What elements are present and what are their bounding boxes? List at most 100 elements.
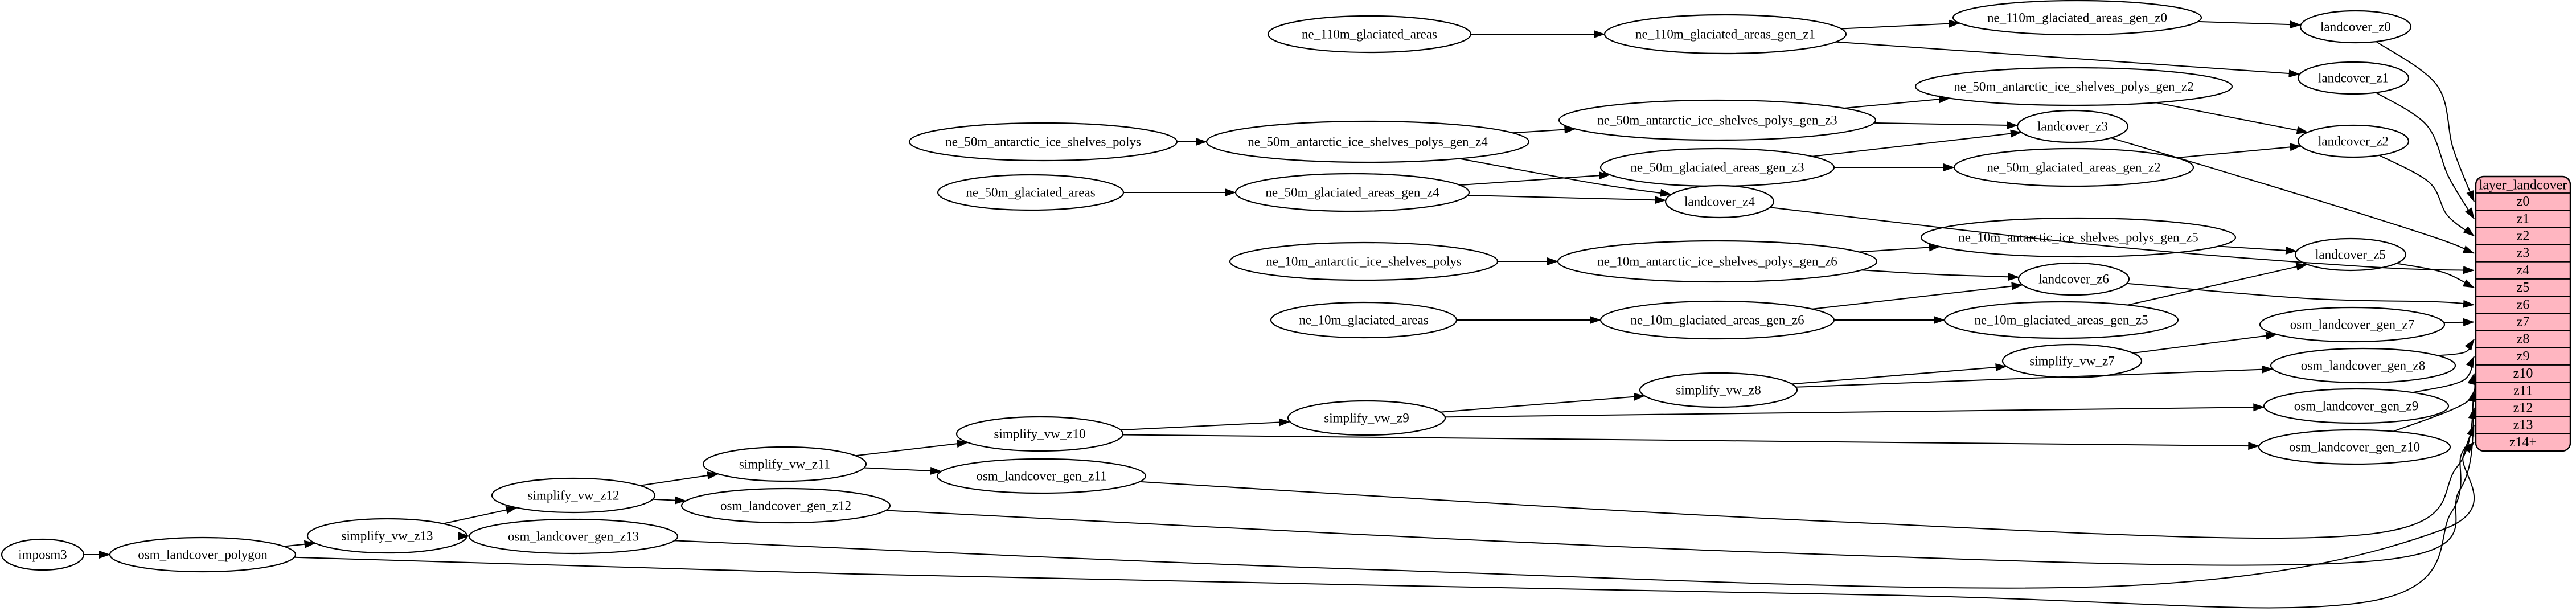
node-label-imposm3: imposm3: [18, 548, 67, 562]
table-row-label-z11: z11: [2513, 383, 2533, 398]
table-layer-landcover: layer_landcoverz0z1z2z3z4z5z6z7z8z9z10z1…: [2475, 175, 2571, 452]
edge-simplify-vw-z11-to-osm-landcover-gen-z11: [864, 466, 942, 475]
node-label-landcover-z4: landcover_z4: [1684, 195, 1755, 209]
node-osm-landcover-gen-z9: osm_landcover_gen_z9: [2263, 388, 2450, 424]
node-ne-50m-glaciated-areas-gen-z3: ne_50m_glaciated_areas_gen_z3: [1599, 147, 1835, 187]
node-ne-10m-glaciated-areas: ne_10m_glaciated_areas: [1270, 301, 1458, 339]
node-label-osm-landcover-gen-z13: osm_landcover_gen_z13: [508, 530, 639, 544]
node-shape-ne-10m-antarctic-ice-shelves-polys-gen-z5: [1920, 217, 2237, 258]
edge-ne-10m-glaciated-areas-gen-z6-to-landcover-z6: [1812, 282, 2023, 310]
table-row-label-z13: z13: [2513, 418, 2533, 433]
node-osm-landcover-gen-z12: osm_landcover_gen_z12: [680, 487, 891, 524]
edge-simplify-vw-z10-to-simplify-vw-z9: [1121, 418, 1291, 431]
node-label-simplify-vw-z11: simplify_vw_z11: [739, 457, 830, 471]
node-landcover-z1: landcover_z1: [2297, 61, 2410, 95]
edge-simplify-vw-z9-to-simplify-vw-z8: [1440, 392, 1646, 413]
node-label-landcover-z2: landcover_z2: [2318, 134, 2389, 149]
table-row-label-z7: z7: [2517, 315, 2530, 330]
node-label-simplify-vw-z7: simplify_vw_z7: [2029, 354, 2115, 368]
edge-landcover-z1-to-table-z1: [2376, 92, 2475, 220]
node-label-osm-landcover-gen-z11: osm_landcover_gen_z11: [976, 469, 1106, 483]
edge-osm-landcover-gen-z9-to-table-z9: [2412, 355, 2475, 393]
edge-simplify-vw-z12-to-osm-landcover-gen-z12: [653, 496, 687, 505]
edge-simplify-vw-z10-to-osm-landcover-gen-z10: [1122, 434, 2260, 450]
node-label-ne-50m-antarctic-ice-shelves-polys: ne_50m_antarctic_ice_shelves_polys: [945, 135, 1141, 149]
node-label-simplify-vw-z8: simplify_vw_z8: [1676, 383, 1761, 397]
node-simplify-vw-z13: simplify_vw_z13: [306, 518, 468, 554]
node-ne-110m-glaciated-areas-gen-z0: ne_110m_glaciated_areas_gen_z0: [1952, 0, 2202, 36]
table-row-label-z4: z4: [2517, 263, 2530, 278]
node-label-ne-50m-antarctic-ice-shelves-polys-gen-z2: ne_50m_antarctic_ice_shelves_polys_gen_z…: [1954, 80, 2194, 94]
edge-osm-landcover-gen-z11-to-table-z11: [1139, 390, 2476, 539]
node-label-osm-landcover-gen-z12: osm_landcover_gen_z12: [720, 499, 851, 513]
edge-landcover-z3-to-table-z3: [2111, 137, 2475, 254]
node-simplify-vw-z10: simplify_vw_z10: [955, 416, 1124, 452]
node-shape-osm-landcover-gen-z11: [936, 458, 1147, 494]
edge-simplify-vw-z8-to-simplify-vw-z7: [1792, 363, 2007, 385]
table-row-z4: [2476, 261, 2570, 280]
node-landcover-z2: landcover_z2: [2297, 124, 2410, 158]
node-shape-simplify-vw-z11: [702, 446, 867, 482]
edge-osm-landcover-gen-z8-to-table-z8: [2438, 338, 2475, 356]
node-label-simplify-vw-z12: simplify_vw_z12: [528, 489, 620, 503]
edge-simplify-vw-z7-to-osm-landcover-gen-z7: [2132, 331, 2278, 354]
table-row-label-z8: z8: [2517, 332, 2530, 347]
node-label-ne-50m-glaciated-areas-gen-z3: ne_50m_glaciated_areas_gen_z3: [1630, 161, 1804, 175]
node-ne-50m-glaciated-areas-gen-z2: ne_50m_glaciated_areas_gen_z2: [1953, 147, 2194, 187]
node-ne-50m-antarctic-ice-shelves-polys-gen-z3: ne_50m_antarctic_ice_shelves_polys_gen_z…: [1558, 99, 1877, 141]
node-simplify-vw-z7: simplify_vw_z7: [2001, 343, 2143, 379]
node-label-simplify-vw-z10: simplify_vw_z10: [994, 427, 1086, 441]
node-shape-landcover-z1: [2297, 61, 2410, 95]
table-row-z6: [2476, 296, 2570, 314]
node-shape-ne-110m-glaciated-areas-gen-z0: [1952, 0, 2202, 36]
node-label-ne-10m-antarctic-ice-shelves-polys: ne_10m_antarctic_ice_shelves_polys: [1266, 255, 1462, 269]
edge-simplify-vw-z11-to-simplify-vw-z10: [855, 440, 969, 457]
edge-simplify-vw-z8-to-osm-landcover-gen-z8: [1795, 365, 2274, 388]
node-label-simplify-vw-z9: simplify_vw_z9: [1324, 411, 1409, 425]
table-outline: [2475, 175, 2571, 452]
node-shape-osm-landcover-gen-z7: [2259, 306, 2446, 343]
node-landcover-z0: landcover_z0: [2299, 10, 2412, 44]
node-label-osm-landcover-gen-z7: osm_landcover_gen_z7: [2290, 318, 2414, 332]
edge-ne-10m-antarctic-ice-shelves-polys-gen-z6-to-ne-10m-antarctic-ice-shelves-polys-gen-z5: [1859, 243, 1941, 253]
node-label-ne-10m-glaciated-areas: ne_10m_glaciated_areas: [1299, 313, 1428, 327]
table-row-z1: [2476, 210, 2570, 228]
node-label-landcover-z6: landcover_z6: [2038, 272, 2109, 286]
table-row-z14: [2476, 433, 2570, 451]
edge-ne-50m-antarctic-ice-shelves-polys-gen-z2-to-landcover-z2: [2156, 102, 2308, 134]
node-shape-ne-50m-antarctic-ice-shelves-polys-gen-z2: [1914, 67, 2233, 106]
edge-osm-landcover-polygon-to-simplify-vw-z13: [284, 540, 316, 548]
node-osm-landcover-gen-z7: osm_landcover_gen_z7: [2259, 306, 2446, 343]
table-row-z7: [2476, 313, 2570, 331]
node-ne-10m-glaciated-areas-gen-z5: ne_10m_glaciated_areas_gen_z5: [1943, 301, 2179, 339]
node-osm-landcover-gen-z8: osm_landcover_gen_z8: [2270, 347, 2456, 384]
node-ne-50m-glaciated-areas: ne_50m_glaciated_areas: [937, 174, 1125, 211]
edge-ne-50m-antarctic-ice-shelves-polys-gen-z4-to-landcover-z4: [1459, 158, 1672, 197]
edge-landcover-z5-to-table-z5: [2396, 263, 2475, 288]
edge-ne-10m-glaciated-areas-gen-z5-to-landcover-z5: [2127, 263, 2308, 306]
edge-simplify-vw-z9-to-osm-landcover-gen-z9: [1445, 403, 2265, 418]
node-label-ne-50m-antarctic-ice-shelves-polys-gen-z4: ne_50m_antarctic_ice_shelves_polys_gen_z…: [1248, 135, 1488, 149]
table-row-label-z6: z6: [2517, 297, 2530, 312]
node-shape-osm-landcover-gen-z12: [680, 487, 891, 524]
table-title: layer_landcover: [2479, 178, 2567, 193]
table-row-label-z9: z9: [2517, 349, 2530, 364]
nodes-layer: imposm3 osm_landcover_polygon simplify_vw_…: [1, 0, 2456, 573]
node-osm-landcover-gen-z10: osm_landcover_gen_z10: [2258, 429, 2451, 465]
node-label-osm-landcover-gen-z8: osm_landcover_gen_z8: [2301, 359, 2425, 373]
edge-landcover-z6-to-table-z6: [2127, 282, 2475, 308]
table-row-label-z12: z12: [2513, 401, 2533, 416]
node-shape-simplify-vw-z7: [2001, 343, 2143, 379]
edge-ne-10m-antarctic-ice-shelves-polys-gen-z6-to-landcover-z6: [1861, 269, 2020, 281]
node-label-osm-landcover-polygon: osm_landcover_polygon: [138, 548, 268, 562]
edge-ne-50m-antarctic-ice-shelves-polys-gen-z4-to-ne-50m-antarctic-ice-shelves-polys-gen-z3: [1512, 125, 1576, 134]
node-label-ne-50m-glaciated-areas-gen-z2: ne_50m_glaciated_areas_gen_z2: [1987, 161, 2160, 175]
table-row-label-z1: z1: [2517, 211, 2530, 226]
table-row-z12: [2476, 399, 2570, 417]
node-osm-landcover-polygon: osm_landcover_polygon: [109, 536, 297, 573]
edge-osm-landcover-gen-z7-to-table-z7: [2443, 318, 2475, 326]
edge-ne-110m-glaciated-areas-gen-z1-to-landcover-z1: [1836, 41, 2300, 78]
table-row-label-z10: z10: [2513, 366, 2533, 381]
node-imposm3: imposm3: [1, 538, 85, 571]
